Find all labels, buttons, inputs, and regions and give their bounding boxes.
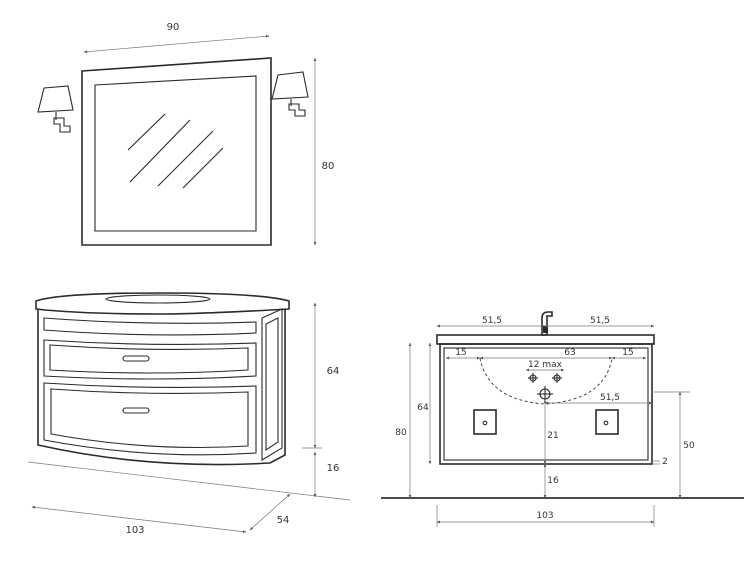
vanity-width-dimension — [31, 505, 247, 534]
front-width-label: 103 — [536, 511, 553, 521]
top-rail — [43, 317, 257, 336]
cabinet-height-label: 64 — [417, 403, 429, 413]
inset-left-label: 15 — [455, 348, 466, 358]
mirror-width-dimension — [83, 34, 270, 54]
mirror-height-label: 80 — [322, 161, 335, 172]
upper-drawer — [43, 339, 257, 380]
vanity-leg-label: 16 — [327, 463, 340, 474]
vanity-depth-label: 54 — [277, 515, 290, 526]
vanity-perspective-drawing — [35, 292, 290, 466]
right-sconce-icon — [271, 71, 309, 117]
drain-height-label: 21 — [547, 431, 558, 441]
left-cutout — [473, 409, 497, 435]
left-sconce-icon — [37, 85, 74, 133]
cabinet-body — [37, 309, 286, 466]
upper-drawer-handle — [122, 355, 150, 362]
faucet-base — [543, 326, 548, 333]
mirror-reflection-line — [129, 119, 191, 183]
vanity-width-label: 103 — [125, 525, 144, 536]
basin-rim — [105, 294, 211, 304]
tap-hole-icon — [528, 373, 538, 383]
gap-label: 2 — [662, 457, 668, 467]
half-right-label: 51,5 — [590, 316, 610, 326]
tap-hole-icon — [552, 373, 562, 383]
basin-outline — [479, 357, 613, 405]
inset-right-label: 15 — [622, 348, 633, 358]
mirror-frame-inner — [94, 75, 257, 232]
half-left-label: 51,5 — [482, 316, 502, 326]
mirror-reflection-line — [157, 130, 214, 187]
lower-drawer-panel — [50, 388, 249, 449]
center-label: 63 — [564, 348, 575, 358]
lower-drawer-handle — [122, 407, 150, 414]
mirror-reflection-line — [182, 147, 224, 189]
cabinet-side-inset — [265, 317, 279, 452]
upper-drawer-panel — [49, 344, 249, 374]
mirror-drawing — [81, 57, 272, 246]
countertop — [35, 292, 290, 315]
tap-spacing-label: 12 max — [528, 360, 563, 370]
mirror-frame-outer — [81, 57, 272, 246]
mirror-reflection-line — [127, 113, 166, 151]
right-cutout — [595, 409, 619, 435]
mirror-width-label: 90 — [167, 22, 180, 33]
front-leg-label: 16 — [547, 476, 559, 486]
floor-height-label: 50 — [683, 441, 695, 451]
floor-guide-line — [27, 461, 351, 501]
cabinet-side-panel — [261, 308, 283, 461]
front-countertop — [436, 334, 655, 345]
front-view-drawing — [436, 311, 655, 465]
vanity-depth-dimension — [249, 493, 291, 531]
total-height-label: 80 — [395, 428, 407, 438]
vanity-height-label: 64 — [327, 366, 340, 377]
faucet-icon — [541, 311, 553, 336]
drain-offset-label: 51,5 — [600, 393, 620, 403]
lower-drawer — [43, 382, 257, 456]
